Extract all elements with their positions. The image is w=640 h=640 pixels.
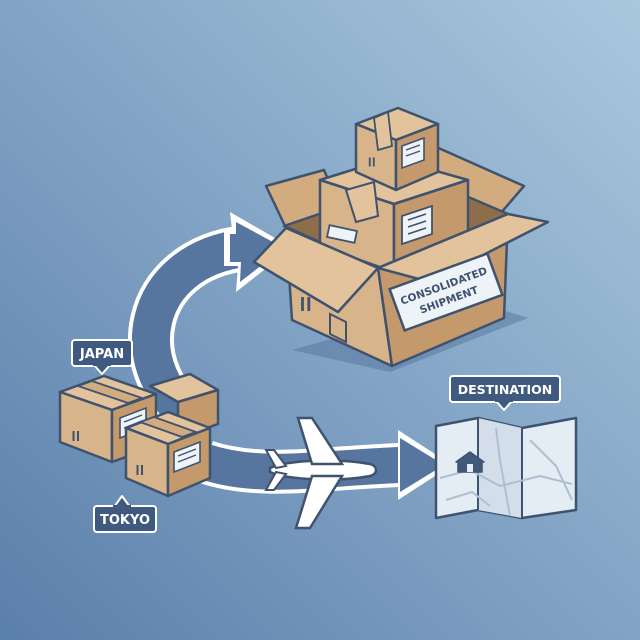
tokyo-label: TOKYO: [93, 495, 157, 533]
origin-box-front: [124, 410, 212, 498]
map-icon: [434, 416, 578, 520]
origin-boxes: [58, 372, 220, 498]
consolidated-box: CONSOLIDATED SHIPMENT: [252, 106, 550, 372]
japan-label-text: JAPAN: [79, 347, 124, 362]
home-icon: [455, 451, 485, 473]
inner-box-top: [354, 106, 440, 192]
tokyo-label-text: TOKYO: [100, 513, 150, 528]
airplane-icon: [264, 416, 378, 530]
destination-label: DESTINATION: [449, 375, 561, 411]
japan-label: JAPAN: [71, 339, 133, 375]
destination-label-text: DESTINATION: [458, 382, 553, 397]
